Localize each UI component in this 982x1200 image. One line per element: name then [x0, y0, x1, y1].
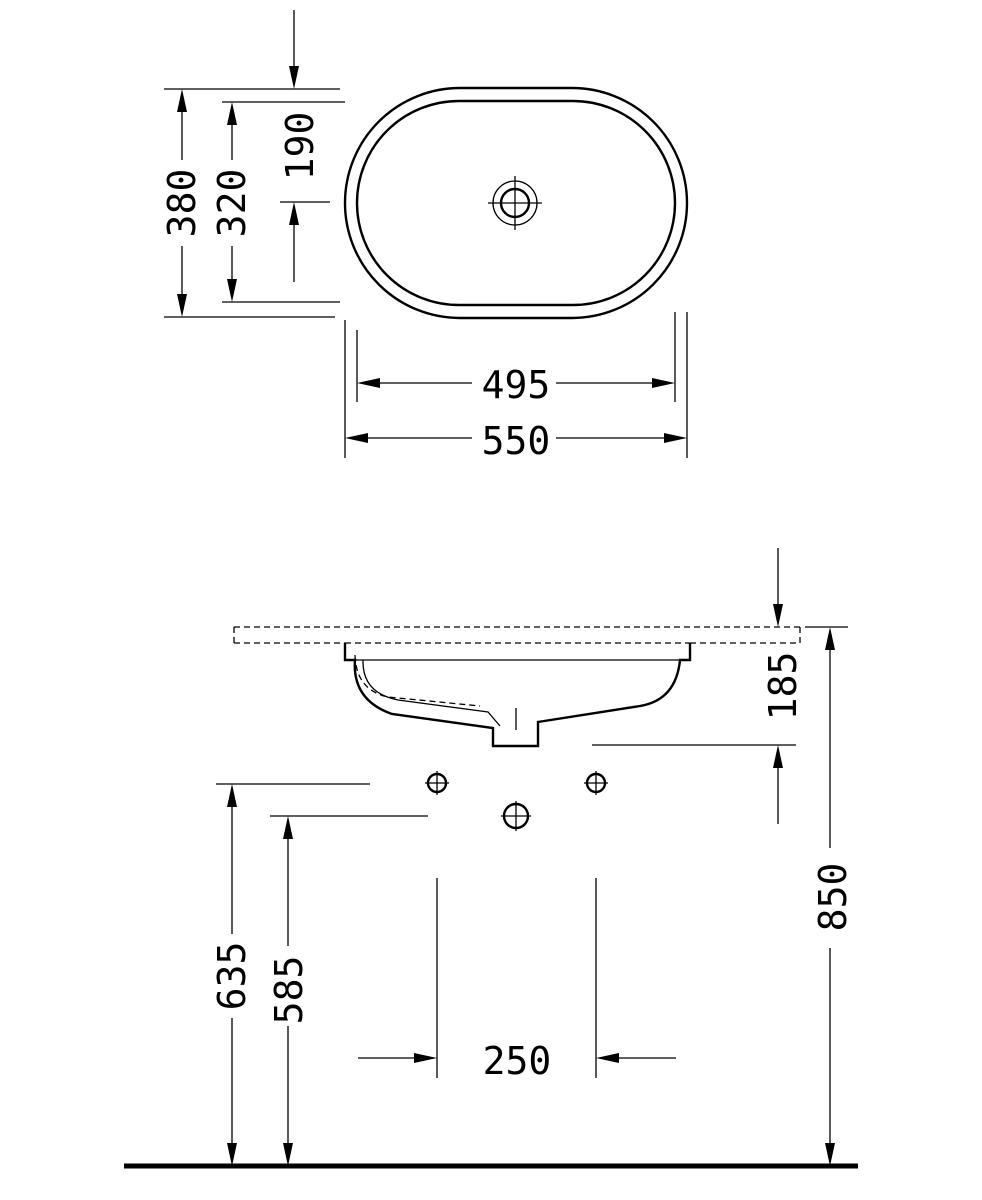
top-view: 380 320 190 495	[160, 10, 689, 463]
dim-185: 185	[761, 652, 805, 721]
dim-550: 550	[482, 419, 551, 463]
dim-380: 380	[160, 169, 204, 238]
dimension-depth-inner: 320	[210, 102, 254, 302]
basin-section	[343, 643, 692, 748]
dim-850: 850	[811, 863, 855, 932]
dim-320: 320	[210, 169, 254, 238]
dimension-width-outer: 550	[345, 419, 687, 463]
drain-hole-icon	[501, 801, 531, 831]
dimension-tap-hole-height: 635	[210, 784, 254, 1166]
dimension-depth-outer: 380	[160, 89, 204, 317]
dim-585: 585	[267, 956, 311, 1025]
dimension-mount-height: 850	[811, 627, 855, 1166]
dimension-bowl-depth: 185	[761, 548, 805, 824]
drain-icon	[488, 176, 542, 230]
countertop-outline	[233, 626, 801, 644]
dim-495: 495	[482, 363, 551, 407]
basin-inner-outline	[355, 99, 677, 307]
basin-outer-outline	[343, 86, 689, 320]
dimension-drain-offset: 190	[278, 10, 322, 282]
front-view: 185 850 635 585	[124, 548, 858, 1169]
dim-190: 190	[278, 112, 322, 181]
dimension-tap-spacing: 250	[358, 1039, 676, 1083]
dim-635: 635	[210, 942, 254, 1011]
dimension-drain-hole-height: 585	[267, 816, 311, 1166]
tap-hole-right-icon	[584, 771, 608, 795]
dimension-width-inner: 495	[357, 363, 675, 407]
tap-hole-left-icon	[425, 771, 449, 795]
dim-250: 250	[483, 1039, 552, 1083]
